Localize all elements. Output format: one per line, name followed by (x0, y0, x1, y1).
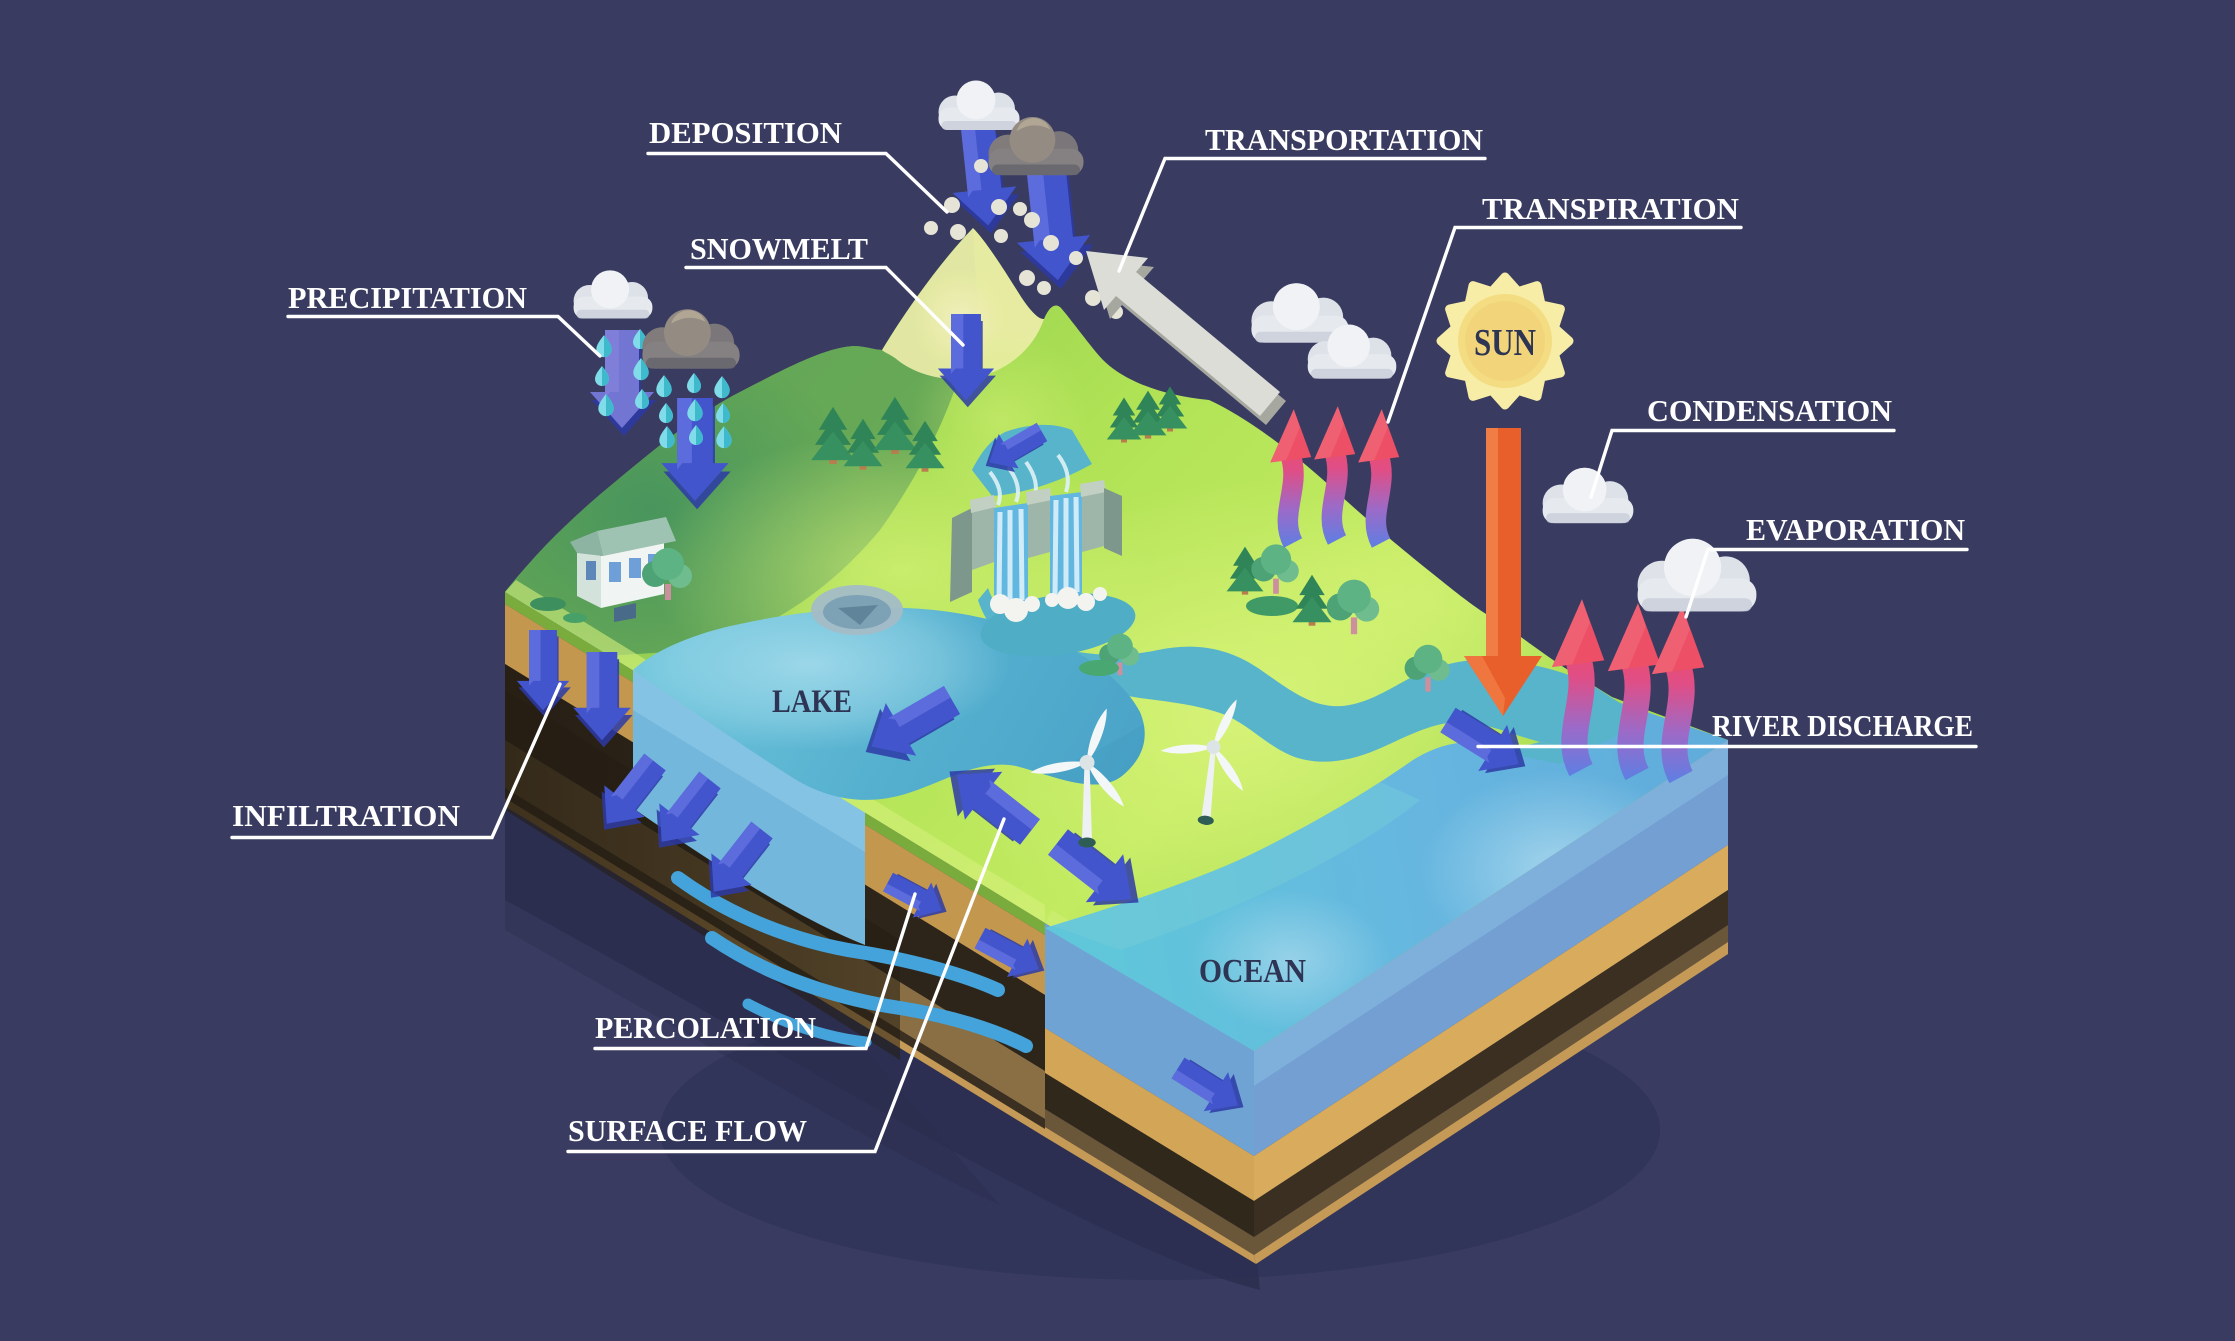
svg-text:SUN: SUN (1474, 322, 1536, 364)
svg-text:SNOWMELT: SNOWMELT (690, 231, 868, 266)
svg-text:DEPOSITION: DEPOSITION (649, 115, 842, 150)
svg-text:OCEAN: OCEAN (1199, 953, 1306, 990)
svg-text:LAKE: LAKE (772, 684, 852, 720)
svg-text:EVAPORATION: EVAPORATION (1746, 512, 1965, 547)
svg-text:INFILTRATION: INFILTRATION (232, 798, 460, 833)
svg-text:SURFACE FLOW: SURFACE FLOW (568, 1113, 807, 1148)
svg-text:TRANSPORTATION: TRANSPORTATION (1205, 122, 1483, 157)
svg-text:PRECIPITATION: PRECIPITATION (288, 280, 527, 315)
svg-text:PERCOLATION: PERCOLATION (595, 1010, 816, 1045)
svg-text:CONDENSATION: CONDENSATION (1647, 393, 1892, 428)
svg-text:RIVER DISCHARGE: RIVER DISCHARGE (1712, 708, 1973, 743)
svg-text:TRANSPIRATION: TRANSPIRATION (1482, 191, 1739, 226)
